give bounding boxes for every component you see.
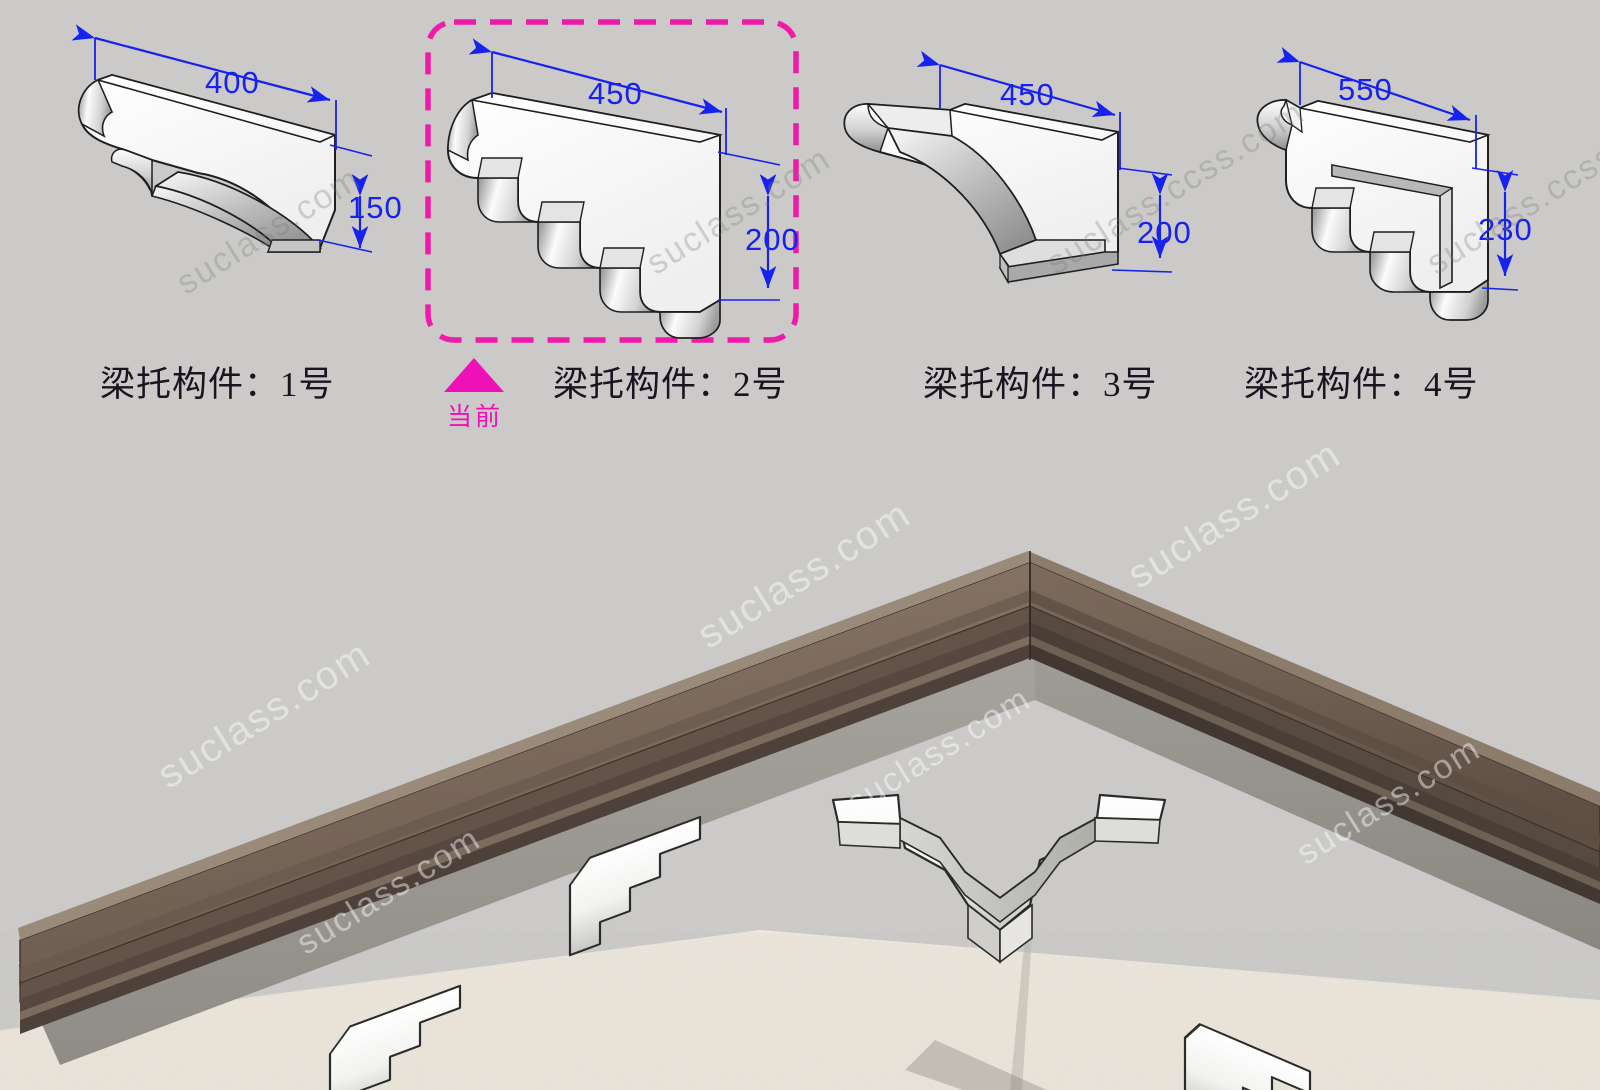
item-1-height-value: 150 [348,190,403,225]
item-3-geometry [843,102,1121,285]
selection-box[interactable] [425,19,799,343]
catalog-item-4[interactable]: 550 230 [1256,46,1533,321]
item-4-width-value: 550 [1338,72,1393,107]
catalog-label-3[interactable]: 梁托构件：3号 [923,365,1158,404]
cornice-left [18,551,1031,1034]
corbel-brackets[interactable] [140,793,1600,1090]
item-2-dimension-height: 200 [717,151,800,301]
bracket-left-1[interactable] [568,815,702,957]
item-2-height-value: 200 [745,222,800,257]
catalog-item-1[interactable]: 400 150 [71,24,403,253]
item-4-geometry [1256,98,1491,321]
item-1-dimension-height: 150 [317,144,403,253]
current-marker-icon [444,358,504,392]
item-2-width-value: 450 [588,76,643,111]
item-4-dimension-height: 230 [1471,167,1533,291]
item-2-dimension-width: 450 [468,38,727,155]
item-3-dimension-height: 200 [1111,167,1192,273]
bracket-left-2[interactable] [328,984,462,1090]
catalog-label-1[interactable]: 梁托构件：1号 [100,365,335,404]
item-4-dimension-width: 550 [1276,46,1477,168]
cornice-right [1028,551,1600,904]
item-3-width-value: 450 [1000,77,1055,112]
item-4-height-value: 230 [1478,212,1533,247]
catalog-item-2[interactable]: 450 200 [425,19,800,343]
catalog-label-4[interactable]: 梁托构件：4号 [1244,365,1479,404]
item-3-height-value: 200 [1137,215,1192,250]
item-2-geometry [446,91,724,339]
catalog-item-3[interactable]: 450 200 [843,50,1192,285]
catalog-label-2[interactable]: 梁托构件：2号 [553,365,788,404]
item-1-dimension-width: 400 [71,24,337,150]
bracket-corner[interactable] [831,793,1167,1090]
item-1-geometry [77,73,338,253]
item-1-width-value: 400 [205,65,260,100]
item-3-dimension-width: 450 [916,50,1121,170]
current-marker-label: 当前 [447,404,504,431]
